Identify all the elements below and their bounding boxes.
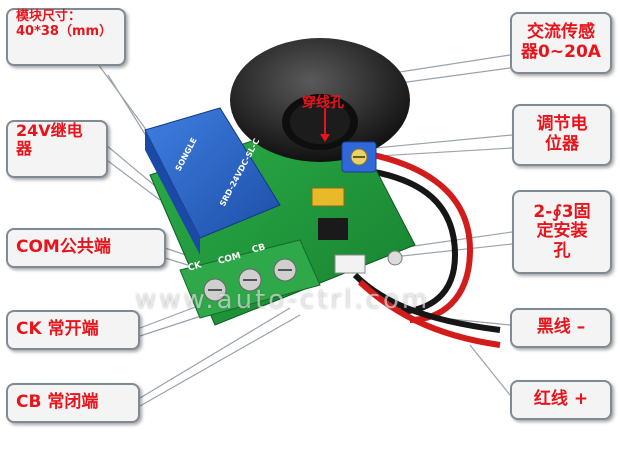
leader-lines <box>94 54 513 407</box>
callout-potentiometer: 调节电 位器 <box>512 104 612 166</box>
through-hole-arrow <box>320 108 330 142</box>
mount-line3: 孔 <box>553 240 571 261</box>
pot-line2: 位器 <box>545 134 579 154</box>
mount-line1: 2-∮3固 <box>533 201 591 222</box>
potentiometer <box>341 141 377 173</box>
ic-chip <box>318 218 348 240</box>
callout-ck: CK 常开端 <box>6 310 140 350</box>
callout-relay: 24V继电 器 <box>6 120 108 178</box>
through-hole-label: 穿线孔 <box>302 95 344 111</box>
module-size-line1: 模块尺寸： <box>16 9 82 24</box>
pot-line1: 调节电 <box>536 114 588 135</box>
callout-module-size: 模块尺寸： 40*38（mm） <box>6 8 126 66</box>
tantalum-capacitor <box>311 187 345 207</box>
relay <box>144 107 281 255</box>
connector <box>334 254 366 274</box>
mount-line2: 定安装 <box>536 221 588 242</box>
relay-line1: 24V继电 <box>16 121 83 140</box>
watermark: www.auto-ctrl.com <box>135 285 431 315</box>
sensor-line1: 交流传感 <box>527 22 595 43</box>
terminal-block <box>179 239 321 319</box>
relay-line2: 器 <box>16 139 33 159</box>
module-size-line2: 40*38（mm） <box>16 23 113 39</box>
callout-mount-holes: 2-∮3固 定安装 孔 <box>512 190 612 274</box>
callout-sensor: 交流传感 器0~20A <box>510 12 612 74</box>
wires <box>344 147 501 348</box>
mount-hole <box>387 250 403 266</box>
callout-red-wire: 红线 + <box>510 380 612 420</box>
callout-black-wire: 黑线 – <box>510 308 612 348</box>
sensor-line2: 器0~20A <box>521 42 601 62</box>
callout-com: COM公共端 <box>6 228 166 268</box>
callout-cb: CB 常闭端 <box>6 383 140 423</box>
current-sensor-coil <box>230 38 410 162</box>
